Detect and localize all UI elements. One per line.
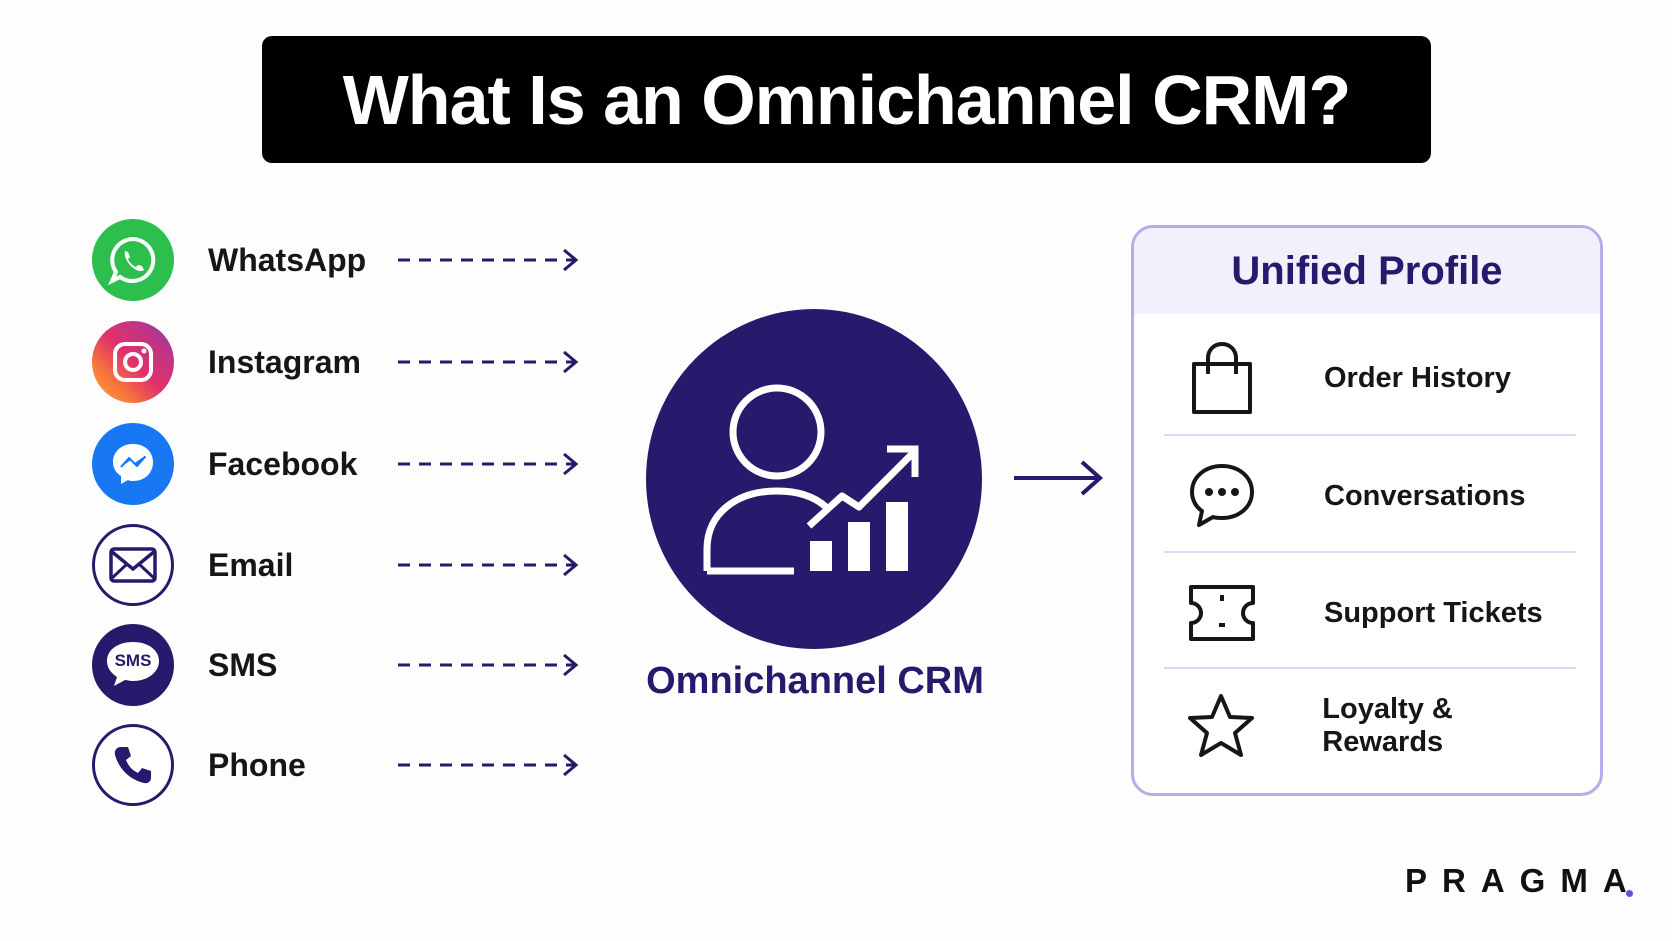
dashed-arrow (398, 653, 579, 677)
profile-item-support-tickets: Support Tickets (1164, 555, 1576, 671)
envelope-icon (92, 524, 174, 606)
dashed-arrow (398, 452, 579, 476)
star-icon (1184, 688, 1258, 764)
channel-label: Phone (208, 746, 306, 783)
messenger-icon (92, 423, 174, 505)
instagram-icon (92, 321, 174, 403)
dashed-arrow (398, 248, 579, 272)
chat-bubble-icon (1184, 458, 1260, 534)
channel-email: Email (92, 523, 612, 607)
sms-icon: SMS (92, 624, 174, 706)
profile-item-conversations: Conversations (1164, 438, 1576, 554)
profile-item-loyalty-rewards: Loyalty & Rewards (1164, 668, 1576, 784)
brand-logo: PRAGMA (1405, 862, 1642, 899)
phone-icon (92, 724, 174, 806)
title-banner: What Is an Omnichannel CRM? (262, 36, 1431, 163)
solid-arrow (1014, 460, 1104, 496)
dashed-arrow (398, 753, 579, 777)
page-title: What Is an Omnichannel CRM? (342, 60, 1352, 139)
divider (1164, 434, 1576, 436)
unified-profile-card: Unified Profile Order History Conversati… (1131, 225, 1603, 796)
channel-phone: Phone (92, 723, 612, 807)
profile-title: Unified Profile (1231, 248, 1503, 293)
profile-item-order-history: Order History (1164, 320, 1576, 436)
profile-item-label: Loyalty & Rewards (1322, 693, 1453, 758)
channel-label: SMS (208, 646, 278, 683)
divider (1164, 667, 1576, 669)
profile-item-label: Order History (1324, 361, 1511, 394)
whatsapp-icon (92, 219, 174, 301)
channel-sms: SMS SMS (92, 623, 612, 707)
user-growth-icon (703, 384, 919, 575)
sms-badge-text: SMS (114, 651, 152, 670)
dashed-arrow (398, 350, 579, 374)
hub-label: Omnichannel CRM (646, 660, 984, 702)
channel-whatsapp: WhatsApp (92, 218, 612, 302)
channel-label: WhatsApp (208, 241, 367, 278)
channel-facebook: Facebook (92, 422, 612, 506)
profile-header: Unified Profile (1134, 228, 1600, 314)
channel-label: Email (208, 546, 294, 583)
shopping-bag-icon (1184, 340, 1260, 416)
brand-dot (1626, 890, 1633, 897)
channel-instagram: Instagram (92, 320, 612, 404)
dashed-arrow (398, 553, 579, 577)
profile-item-label: Conversations (1324, 479, 1526, 512)
channel-label: Instagram (208, 343, 361, 380)
profile-item-label: Support Tickets (1324, 596, 1543, 629)
channel-label: Facebook (208, 445, 358, 482)
ticket-icon (1184, 575, 1260, 651)
divider (1164, 551, 1576, 553)
crm-hub (646, 309, 982, 649)
